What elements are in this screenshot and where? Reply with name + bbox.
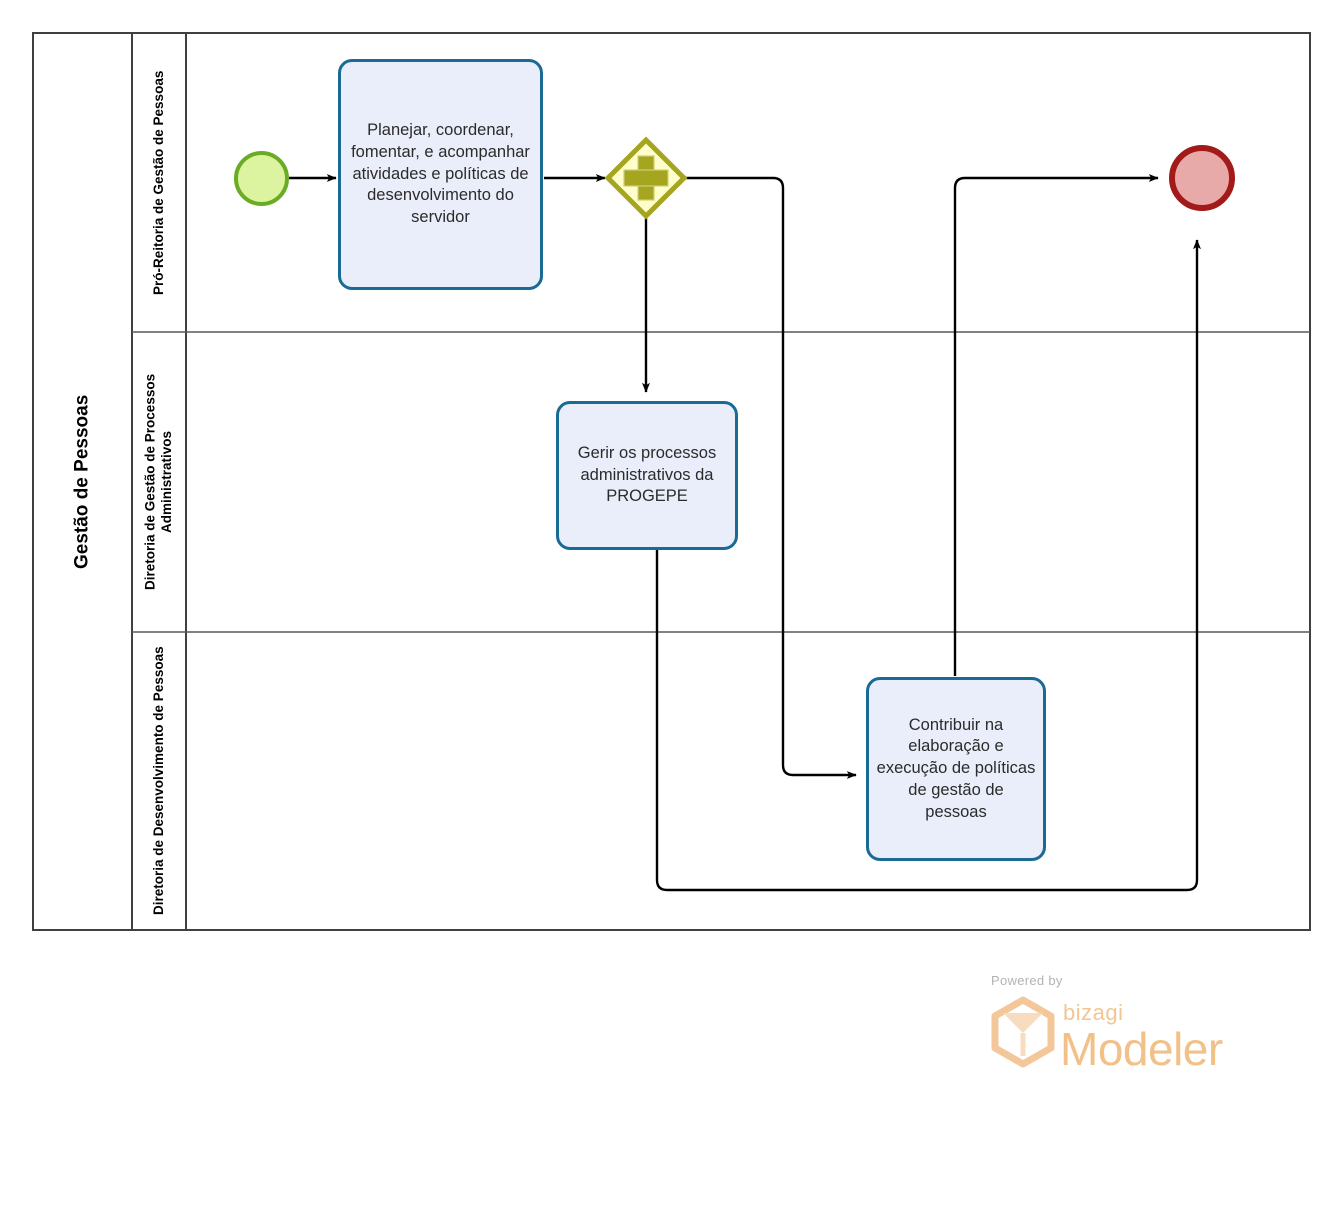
lane-label-desenvolvimento-pessoas: Diretoria de Desenvolvimento de Pessoas — [150, 646, 166, 916]
watermark-modeler-text: Modeler — [1060, 1023, 1223, 1075]
bizagi-logo-icon — [991, 996, 1055, 1068]
pool-border — [32, 32, 1311, 931]
watermark-bizagi-text: bizagi — [1063, 1000, 1124, 1025]
task-gerir-processos[interactable]: Gerir os processos administrativos da PR… — [556, 401, 738, 550]
end-event[interactable] — [1169, 145, 1235, 211]
plus-icon — [623, 155, 669, 201]
flow-gateway-to-contribuir — [686, 176, 857, 779]
lane-label-pro-reitoria: Pró-Reitoria de Gestão de Pessoas — [150, 70, 166, 295]
start-event[interactable] — [234, 151, 289, 206]
flow-contribuir-to-end — [953, 174, 1159, 676]
parallel-gateway[interactable] — [604, 136, 688, 220]
task-contribuir-elaboracao[interactable]: Contribuir na elaboração e execução de p… — [866, 677, 1046, 861]
task-planejar-coordenar[interactable]: Planejar, coordenar, fomentar, e acompan… — [338, 59, 543, 290]
flow-gerir-to-end — [655, 239, 1201, 892]
watermark-powered-by: Powered by — [991, 973, 1063, 988]
lane-label-processos-administrativos: Diretoria de Gestão de Processos Adminis… — [142, 373, 174, 591]
pool-label: Gestão de Pessoas — [71, 394, 93, 569]
